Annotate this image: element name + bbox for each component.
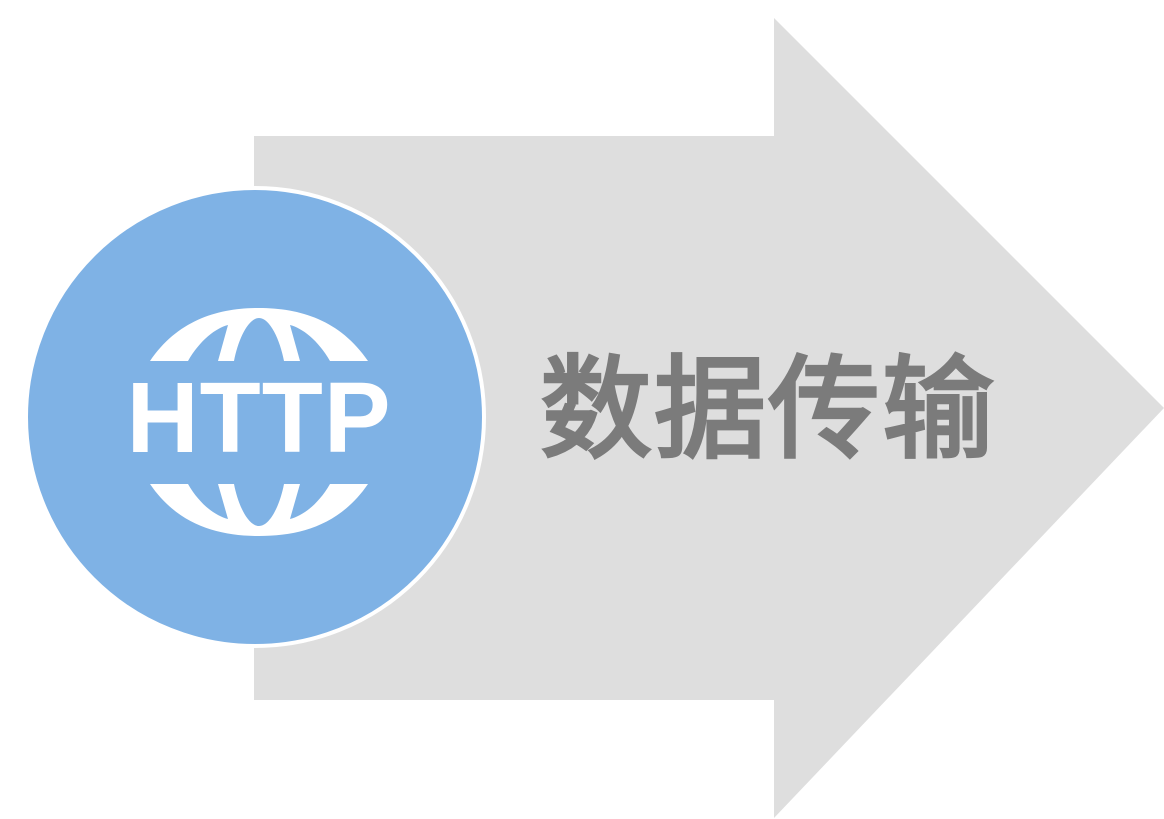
http-badge: HTTP	[24, 186, 486, 648]
http-label: HTTP	[126, 362, 392, 474]
arrow-label: 数据传输	[540, 345, 996, 475]
